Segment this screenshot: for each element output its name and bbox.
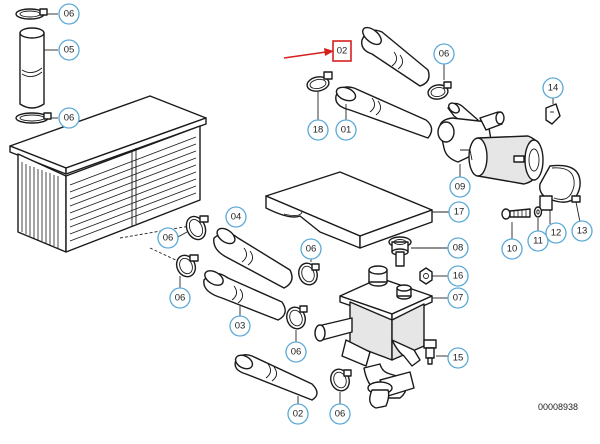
- callout-06-mid-4: 06: [285, 341, 307, 363]
- water-valve: [314, 265, 433, 409]
- svg-text:14: 14: [548, 83, 559, 94]
- svg-text:08: 08: [453, 243, 464, 254]
- callout-12: 12: [545, 222, 567, 244]
- callout-08: 08: [447, 237, 469, 259]
- callout-17: 17: [448, 201, 470, 223]
- callout-05: 05: [58, 39, 80, 61]
- callout-07: 07: [447, 287, 469, 309]
- hose-clamp-mid-1: [185, 215, 209, 241]
- svg-text:18: 18: [313, 125, 324, 136]
- reference-number: 00008938: [538, 402, 578, 412]
- callout-01: 01: [335, 119, 357, 141]
- svg-text:12: 12: [551, 228, 562, 239]
- svg-text:04: 04: [231, 212, 242, 223]
- svg-text:06: 06: [306, 244, 317, 255]
- hose-clamp-18: [306, 71, 333, 92]
- hose-02-top: [361, 26, 430, 87]
- hose-clamp-mid-3: [298, 262, 320, 286]
- bracket-14: [545, 103, 561, 125]
- sensor-15: [423, 339, 437, 365]
- callout-06-bottom: 06: [329, 403, 351, 425]
- pump-strap: [539, 164, 581, 211]
- svg-text:06: 06: [163, 233, 174, 244]
- callout-04: 04: [225, 206, 247, 228]
- svg-text:02: 02: [337, 46, 348, 57]
- washer-11: [533, 206, 543, 218]
- callout-02-bottom: 02: [287, 403, 309, 425]
- callout-10: 10: [501, 238, 523, 260]
- svg-text:15: 15: [453, 353, 464, 364]
- highlight-leader-02: [283, 48, 334, 59]
- svg-text:07: 07: [453, 293, 464, 304]
- screw-10: [501, 208, 531, 220]
- svg-text:06: 06: [335, 409, 346, 420]
- svg-text:16: 16: [453, 271, 464, 282]
- callout-15: 15: [447, 347, 469, 369]
- hose-clamp-top-left: [15, 8, 48, 20]
- hose-04: [213, 227, 293, 289]
- svg-text:03: 03: [235, 321, 246, 332]
- hose-clamp-bottom: [330, 368, 352, 392]
- callout-06-mid-2: 06: [169, 287, 191, 309]
- heater-core: [9, 95, 207, 253]
- svg-text:01: 01: [341, 125, 352, 136]
- hose-clamp-top-right: [427, 81, 452, 100]
- callout-18: 18: [307, 119, 329, 141]
- valve-cover: [265, 171, 433, 249]
- hose-clamp-left-lower: [15, 112, 52, 124]
- callout-02-highlighted: 02: [332, 40, 352, 62]
- callout-06-mid-1: 06: [157, 227, 179, 249]
- callout-09: 09: [449, 176, 471, 198]
- svg-text:10: 10: [507, 244, 518, 255]
- svg-text:05: 05: [64, 45, 75, 56]
- svg-text:06: 06: [64, 113, 75, 124]
- callout-06-top-right: 06: [433, 43, 455, 65]
- svg-text:17: 17: [454, 207, 465, 218]
- hose-clamp-mid-2: [175, 254, 199, 278]
- hose-clamp-mid-4: [286, 305, 308, 330]
- hose-02-bottom: [234, 353, 318, 401]
- bolt-08: [388, 236, 412, 267]
- callout-14: 14: [542, 77, 564, 99]
- callout-13: 13: [571, 220, 593, 242]
- callout-06-top-left: 06: [58, 3, 80, 25]
- hose-03: [203, 270, 286, 321]
- hose-05-vertical: [19, 27, 45, 109]
- svg-text:06: 06: [175, 293, 186, 304]
- callout-06-left-lower: 06: [58, 107, 80, 129]
- callout-16: 16: [447, 265, 469, 287]
- svg-text:02: 02: [293, 409, 304, 420]
- auxiliary-water-pump: [437, 102, 544, 185]
- svg-text:09: 09: [455, 182, 466, 193]
- callout-11: 11: [527, 230, 549, 252]
- svg-text:06: 06: [439, 49, 450, 60]
- callout-03: 03: [229, 315, 251, 337]
- svg-text:06: 06: [291, 347, 302, 358]
- nut-16: [419, 267, 433, 285]
- hose-01: [335, 86, 433, 139]
- svg-text:11: 11: [533, 236, 543, 247]
- svg-text:13: 13: [577, 226, 588, 237]
- svg-text:06: 06: [64, 9, 75, 20]
- callout-06-mid-3: 06: [300, 238, 322, 260]
